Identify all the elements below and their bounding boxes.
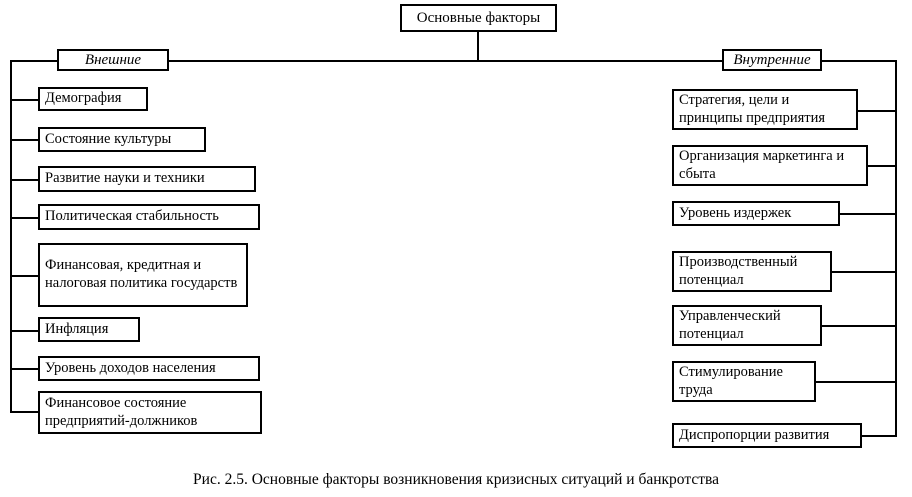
connector-line bbox=[814, 381, 897, 383]
connector-line bbox=[10, 411, 38, 413]
connector-line bbox=[838, 213, 897, 215]
connector-line bbox=[10, 330, 38, 332]
branch-header-external: Внешние bbox=[57, 49, 169, 71]
figure-caption: Рис. 2.5. Основные факторы возникновения… bbox=[193, 471, 719, 488]
internal-factor-box-production-potential: Производственный потенциал bbox=[672, 251, 832, 292]
connector-line bbox=[866, 165, 897, 167]
external-factor-box-culture: Состояние культуры bbox=[38, 127, 206, 152]
connector-line bbox=[10, 217, 38, 219]
connector-line bbox=[856, 110, 897, 112]
connector-line bbox=[860, 435, 897, 437]
external-factor-box-science: Развитие науки и техники bbox=[38, 166, 256, 192]
connector-line bbox=[10, 99, 38, 101]
connector-line bbox=[895, 60, 897, 437]
connector-line bbox=[10, 179, 38, 181]
internal-factor-box-management-potential: Управленческий потенциал bbox=[672, 305, 822, 346]
connector-line bbox=[10, 368, 38, 370]
external-factor-box-demography: Демография bbox=[38, 87, 148, 111]
external-factor-box-inflation: Инфляция bbox=[38, 317, 140, 342]
connector-line bbox=[820, 325, 897, 327]
external-factor-box-income-level: Уровень доходов населения bbox=[38, 356, 260, 381]
connector-line bbox=[10, 60, 12, 413]
external-factor-box-political-stability: Политическая стабильность bbox=[38, 204, 260, 230]
connector-line bbox=[10, 139, 38, 141]
internal-factor-box-labor-stimulation: Стимулирование труда bbox=[672, 361, 816, 402]
connector-line bbox=[477, 31, 479, 61]
internal-factor-box-strategy: Стратегия, цели и принципы предприятия bbox=[672, 89, 858, 130]
connector-line bbox=[10, 275, 38, 277]
internal-factor-box-disproportions: Диспропорции развития bbox=[672, 423, 862, 448]
root-factor-box: Основные факторы bbox=[400, 4, 557, 32]
branch-header-internal: Внутренние bbox=[722, 49, 822, 71]
connector-line bbox=[10, 60, 897, 62]
connector-line bbox=[830, 271, 897, 273]
external-factor-box-debtor-condition: Финансовое состояние предприятий-должник… bbox=[38, 391, 262, 434]
internal-factor-box-marketing: Организация маркетинга и сбыта bbox=[672, 145, 868, 186]
external-factor-box-state-policy: Финансовая, кредитная и налоговая полити… bbox=[38, 243, 248, 307]
internal-factor-box-costs: Уровень издержек bbox=[672, 201, 840, 226]
